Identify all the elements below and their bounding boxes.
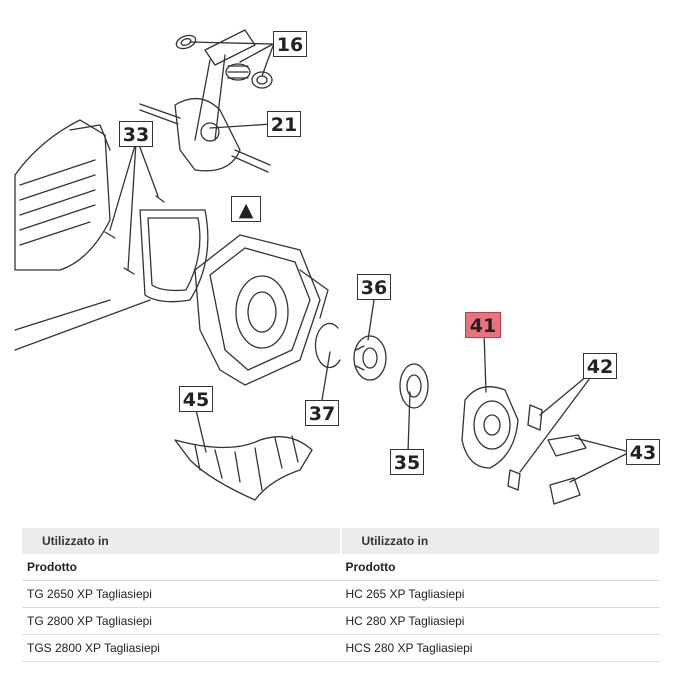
subheader-product-right: Prodotto	[345, 560, 396, 574]
callout-warning-triangle[interactable]: ▲	[231, 196, 261, 222]
product-cell[interactable]: HC 280 XP Tagliasiepi	[345, 614, 465, 628]
table-subheader: Prodotto Prodotto	[22, 554, 659, 581]
callout-45[interactable]: 45	[179, 386, 213, 412]
callout-41-highlighted[interactable]: 41	[465, 312, 501, 338]
callout-16[interactable]: 16	[273, 31, 307, 57]
callout-43[interactable]: 43	[626, 439, 660, 465]
callout-21[interactable]: 21	[267, 111, 301, 137]
used-in-table: Utilizzato in Utilizzato in Prodotto Pro…	[22, 528, 659, 662]
product-cell[interactable]: TG 2650 XP Tagliasiepi	[27, 587, 152, 601]
callout-42[interactable]: 42	[583, 353, 617, 379]
subheader-product-left: Prodotto	[27, 560, 77, 574]
table-header: Utilizzato in Utilizzato in	[22, 528, 659, 554]
product-cell[interactable]: HCS 280 XP Tagliasiepi	[345, 641, 473, 655]
table-row: TGS 2800 XP Tagliasiepi HCS 280 XP Tagli…	[22, 635, 659, 662]
table-row: TG 2650 XP Tagliasiepi HC 265 XP Taglias…	[22, 581, 659, 608]
product-cell[interactable]: TGS 2800 XP Tagliasiepi	[27, 641, 160, 655]
product-cell[interactable]: HC 265 XP Tagliasiepi	[345, 587, 465, 601]
parts-illustration	[14, 29, 631, 505]
product-cell[interactable]: TG 2800 XP Tagliasiepi	[27, 614, 152, 628]
callout-33[interactable]: 33	[119, 121, 153, 147]
exploded-parts-diagram: 16 21 33 ▲ 36 41 42 45 37 35 43	[14, 29, 660, 505]
header-used-in-right: Utilizzato in	[339, 528, 660, 554]
header-used-in-left: Utilizzato in	[42, 534, 109, 548]
callout-35[interactable]: 35	[390, 449, 424, 475]
table-row: TG 2800 XP Tagliasiepi HC 280 XP Taglias…	[22, 608, 659, 635]
callout-36[interactable]: 36	[357, 274, 391, 300]
callout-37[interactable]: 37	[305, 400, 339, 426]
